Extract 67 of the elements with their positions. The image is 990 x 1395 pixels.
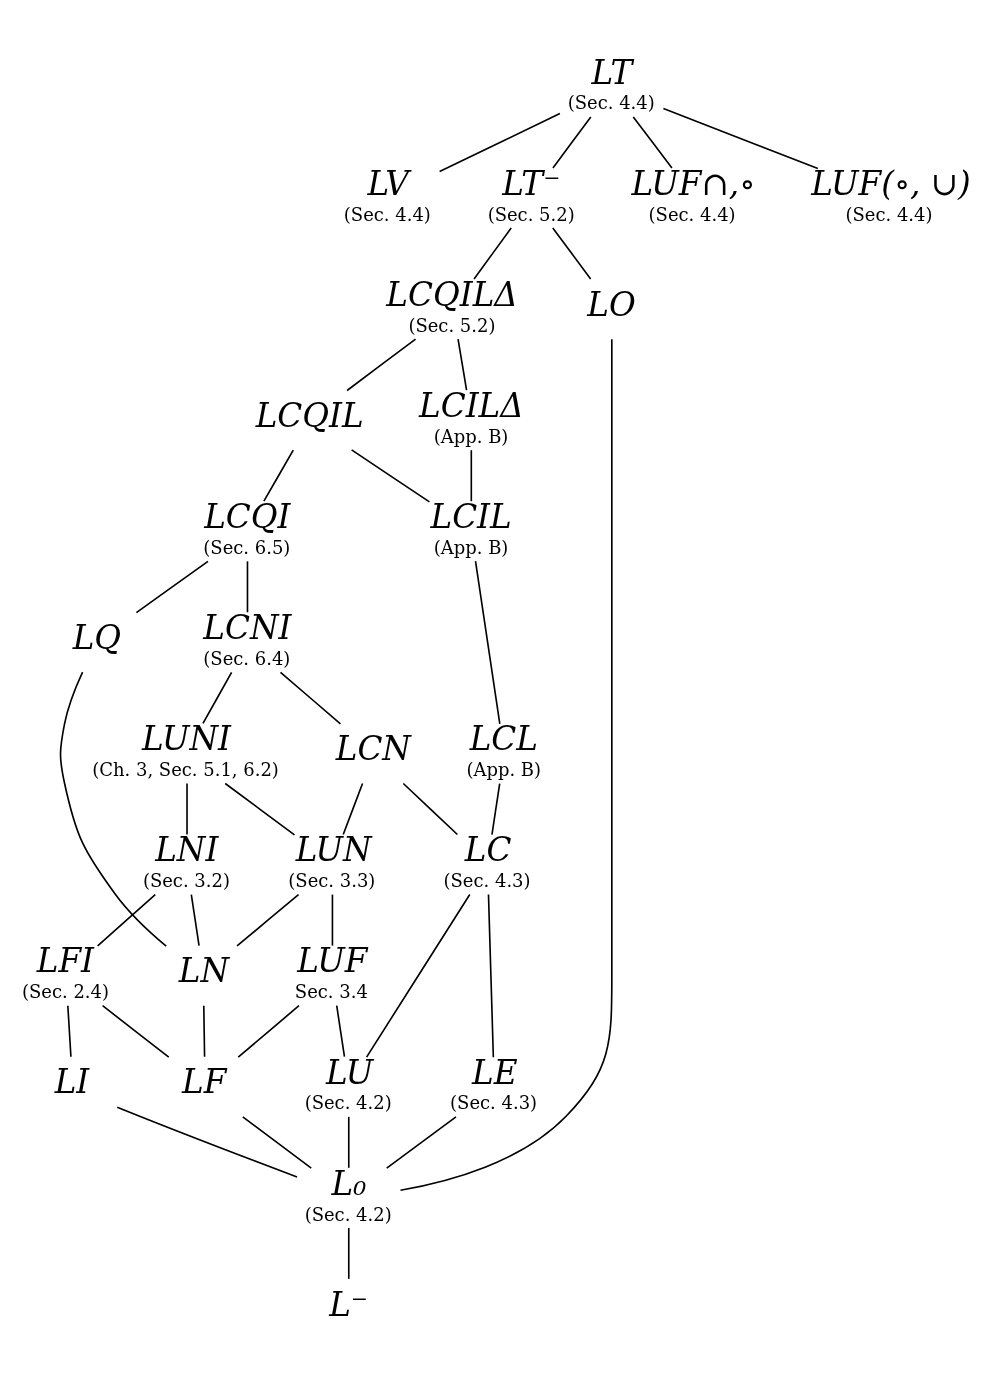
connector: [224, 782, 296, 836]
node-text: LUNI (Ch. 3, Sec. 5.1, 6.2): [92, 719, 279, 780]
connector: [487, 893, 495, 1058]
node-text: LT (Sec. 4.4): [567, 53, 655, 113]
connector: [438, 112, 561, 172]
connector: [101, 1004, 170, 1058]
connector: [116, 1105, 298, 1178]
node-text: L⁻: [329, 1285, 369, 1324]
node-text: LQ: [72, 618, 122, 657]
node-text: LCL (App. B): [466, 719, 542, 780]
connector: [331, 893, 334, 946]
connector: [399, 337, 613, 1191]
node-text: LCIL (App. B): [430, 497, 512, 558]
node-text: LC (Sec. 4.3): [443, 830, 531, 891]
node-text: LCNI (Sec. 6.4): [203, 608, 292, 669]
node-text: LNI (Sec. 3.2): [142, 830, 230, 891]
connector: [135, 560, 209, 613]
connector: [632, 115, 673, 169]
node-text: LO: [587, 285, 636, 324]
node-text: LUF(∘, ∪) (Sec. 4.4): [811, 164, 971, 225]
node-text: LN: [178, 951, 230, 990]
node-text: LF: [182, 1062, 227, 1101]
node-text: LCN: [335, 729, 411, 768]
node-text: LE (Sec. 4.3): [450, 1053, 538, 1113]
connector: [346, 337, 417, 391]
node-text: LU (Sec. 4.2): [304, 1053, 392, 1113]
connector: [190, 893, 200, 946]
node-text: LI: [54, 1062, 90, 1101]
connector: [474, 559, 501, 725]
connector: [457, 337, 468, 391]
connector: [241, 1115, 313, 1169]
connector: [402, 782, 459, 835]
connector: [335, 1004, 346, 1058]
node-text: L₀ (Sec. 4.2): [304, 1164, 392, 1224]
connector: [342, 782, 364, 835]
connector: [385, 1115, 457, 1169]
connector: [491, 782, 501, 835]
node-text: LUF∩,∘ (Sec. 4.4): [631, 164, 756, 225]
connector: [246, 560, 249, 613]
node-text: LFI (Sec. 2.4): [22, 941, 110, 1002]
connector: [279, 671, 342, 725]
connector: [350, 448, 431, 503]
connector: [552, 115, 592, 169]
connector: [365, 893, 471, 1058]
node-text: LUN (Sec. 3.3): [288, 830, 376, 891]
connector: [202, 1004, 206, 1058]
connector: [473, 226, 512, 280]
connector: [237, 1004, 300, 1058]
connector: [59, 670, 167, 947]
connector: [551, 226, 592, 280]
connector: [96, 893, 157, 947]
connector: [662, 107, 819, 169]
connector: [67, 1004, 72, 1058]
node-text: LCQI (Sec. 6.5): [203, 497, 291, 558]
connector: [470, 448, 473, 502]
node-text: LT⁻ (Sec. 5.2): [487, 164, 575, 225]
connector: [236, 893, 300, 947]
node-text: LV (Sec. 4.4): [343, 164, 431, 225]
node-text: LCQIL: [255, 396, 364, 435]
connector: [347, 1115, 350, 1169]
node-text: LCQILΔ (Sec. 5.2): [386, 275, 518, 336]
connector: [263, 448, 295, 502]
node-text: LCILΔ (App. B): [419, 386, 524, 447]
connector: [186, 782, 188, 835]
connector: [202, 671, 233, 724]
node-text: LUF Sec. 3.4: [294, 941, 368, 1002]
connector: [347, 1226, 350, 1280]
